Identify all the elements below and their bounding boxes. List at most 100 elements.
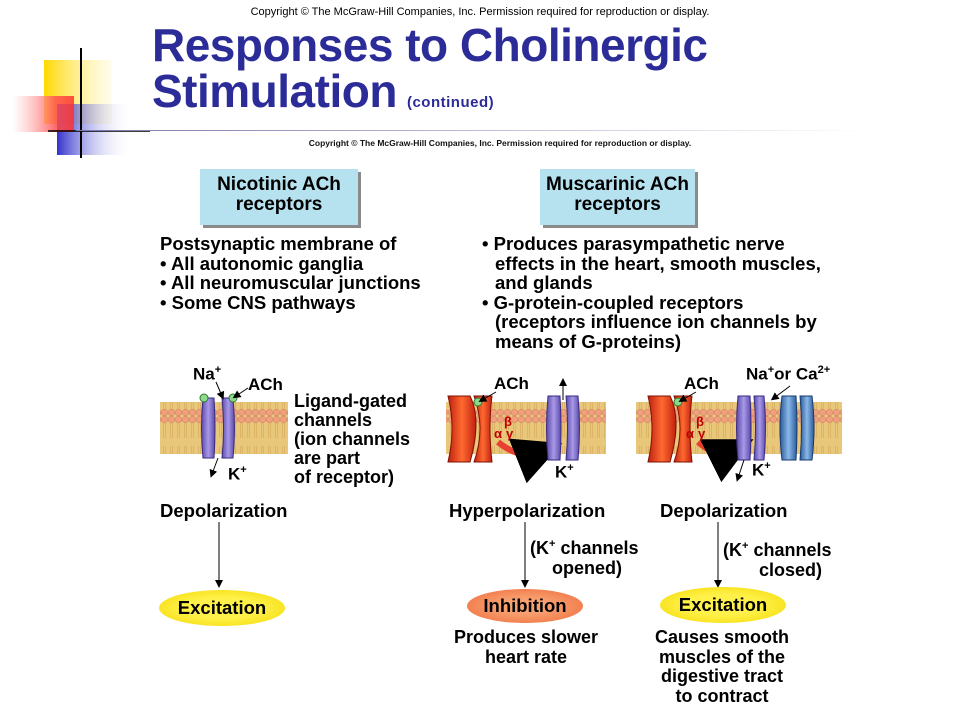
muscarinic-right-k-arrow	[735, 459, 745, 482]
nicotinic-outcome-oval: Excitation	[159, 590, 285, 626]
muscarinic-right-k-channel	[736, 395, 766, 461]
nicotinic-k-arrow	[209, 457, 219, 478]
nicotinic-description: Postsynaptic membrane of • All autonomic…	[160, 234, 421, 312]
ligand-note-line4: are part	[294, 448, 361, 468]
figure-copyright: Copyright © The McGraw-Hill Companies, I…	[308, 138, 692, 148]
title-suffix: (continued)	[406, 94, 495, 111]
muscarinic-bullet-1-line2: effects in the heart, smooth muscles,	[495, 252, 821, 274]
muscarinic-left-result-line1: Produces slower	[453, 627, 599, 647]
nicotinic-bullet-1: • All autonomic ganglia	[160, 252, 364, 274]
muscarinic-left-result-line2: heart rate	[484, 646, 568, 667]
muscarinic-bullet-2-line2: (receptors influence ion channels by	[495, 311, 817, 332]
muscarinic-left-receptor	[447, 395, 493, 463]
muscarinic-description: • Produces parasympathetic nerve effects…	[482, 234, 821, 351]
slide-title-line2: Stimulation (continued)	[152, 68, 494, 126]
title-divider	[76, 130, 866, 131]
nicotinic-intro: Postsynaptic membrane of	[160, 233, 397, 254]
muscarinic-right-ca-text: or Ca	[774, 364, 818, 384]
muscarinic-left-outcome-oval: Inhibition	[467, 589, 583, 623]
ligand-gated-note: Ligand-gated channels (ion channels are …	[294, 392, 410, 487]
muscarinic-right-note-sup: +	[742, 540, 749, 552]
muscarinic-left-result: Produces slower heart rate	[447, 627, 605, 667]
slide-title-line1: Responses to Cholinergic	[152, 19, 708, 71]
muscarinic-bullet-2: • G-protein-coupled receptors	[482, 291, 744, 313]
muscarinic-right-effect: Depolarization	[660, 500, 788, 521]
muscarinic-right-k-text: K	[752, 460, 765, 480]
muscarinic-right-receptor	[647, 395, 693, 463]
muscarinic-bullet-2-line1: G-protein-coupled receptors	[493, 291, 744, 313]
nicotinic-box-line1: Nicotinic ACh	[217, 174, 341, 195]
muscarinic-bullet-1-line3: and glands	[495, 272, 593, 293]
nicotinic-na-label: Na+	[193, 364, 221, 385]
muscarinic-left-note-sup: +	[549, 538, 556, 550]
muscarinic-right-note-line1: (K+ channels	[723, 540, 832, 560]
nicotinic-k-text: K	[228, 464, 241, 484]
muscarinic-bullet-1-line1: Produces parasympathetic nerve	[493, 233, 785, 254]
muscarinic-box-line1: Muscarinic ACh	[546, 174, 689, 195]
nicotinic-bullet-1-text: All autonomic ganglia	[170, 252, 364, 274]
muscarinic-right-alpha: α	[686, 426, 694, 441]
nicotinic-k-sup: +	[240, 464, 247, 476]
muscarinic-left-note-rest: channels	[555, 538, 639, 558]
muscarinic-right-result-line3: digestive tract	[660, 666, 784, 686]
muscarinic-left-channel	[546, 395, 580, 461]
muscarinic-right-note-k: K	[729, 540, 742, 560]
muscarinic-left-note-k: K	[536, 538, 549, 558]
muscarinic-right-k-label: K+	[752, 460, 771, 481]
muscarinic-box-line2: receptors	[574, 194, 661, 215]
nicotinic-box: Nicotinic ACh receptors	[200, 169, 358, 225]
muscarinic-right-na-text: Na	[746, 364, 768, 384]
nicotinic-na-text: Na	[193, 364, 215, 384]
muscarinic-left-ach-arrow	[478, 391, 497, 402]
muscarinic-right-beta: β	[696, 414, 704, 429]
muscarinic-right-ach-label: ACh	[684, 374, 719, 393]
muscarinic-right-result: Causes smooth muscles of the digestive t…	[646, 627, 798, 706]
nicotinic-na-arrow	[215, 381, 225, 400]
muscarinic-left-beta: β	[504, 414, 512, 429]
muscarinic-left-note: (K+ channels opened)	[530, 535, 638, 578]
ligand-note-line3: (ion channels	[294, 429, 411, 449]
muscarinic-right-note-line2: closed)	[759, 559, 823, 580]
muscarinic-left-note-line1: (K+ channels	[530, 538, 639, 558]
muscarinic-right-ca-sup: 2+	[817, 364, 831, 376]
muscarinic-right-note-rest: channels	[748, 540, 832, 560]
ligand-note-line5: of receptor)	[294, 467, 395, 487]
muscarinic-left-k-label: K+	[555, 462, 574, 483]
muscarinic-right-note: (K+ channels closed)	[723, 537, 831, 580]
nicotinic-channel	[199, 393, 238, 459]
muscarinic-box: Muscarinic ACh receptors	[540, 169, 695, 225]
muscarinic-left-gprotein-arrow	[496, 438, 563, 484]
muscarinic-right-result-line4: to contract	[675, 685, 769, 706]
muscarinic-right-k-sup: +	[764, 460, 771, 472]
nicotinic-effect: Depolarization	[160, 500, 288, 521]
title-line2-text: Stimulation	[152, 65, 397, 117]
nicotinic-na-sup: +	[214, 364, 222, 376]
muscarinic-right-result-line2: muscles of the	[658, 646, 786, 667]
muscarinic-left-ach-label: ACh	[494, 374, 529, 393]
muscarinic-left-alpha: α	[494, 426, 502, 441]
nicotinic-bullet-2: • All neuromuscular junctions	[160, 272, 421, 293]
muscarinic-right-na-sup: +	[767, 364, 775, 376]
muscarinic-right-na-arrow	[770, 385, 791, 401]
muscarinic-left-note-line2: opened)	[552, 557, 622, 578]
nicotinic-bullet-2-text: All neuromuscular junctions	[170, 272, 421, 293]
nicotinic-ach-arrow	[232, 387, 249, 399]
muscarinic-right-result-line1: Causes smooth	[654, 627, 790, 647]
muscarinic-left-k-text: K	[555, 462, 568, 482]
red-square	[12, 96, 74, 132]
muscarinic-right-gprotein-arrow	[696, 439, 754, 483]
ligand-note-line2: channels	[294, 410, 373, 430]
muscarinic-right-outcome-oval: Excitation	[660, 587, 786, 623]
corner-decoration	[12, 48, 150, 158]
ligand-note-line1: Ligand-gated	[294, 391, 407, 411]
nicotinic-ach-label: ACh	[248, 375, 283, 394]
muscarinic-right-gamma: γ	[698, 426, 706, 441]
muscarinic-right-ach-arrow	[678, 391, 697, 402]
muscarinic-bullet-1: • Produces parasympathetic nerve	[482, 233, 785, 254]
nicotinic-bullet-3-text: Some CNS pathways	[171, 291, 356, 313]
muscarinic-left-gamma: γ	[506, 426, 514, 441]
nicotinic-bullet-3: • Some CNS pathways	[160, 291, 356, 313]
muscarinic-left-k-sup: +	[567, 462, 574, 474]
